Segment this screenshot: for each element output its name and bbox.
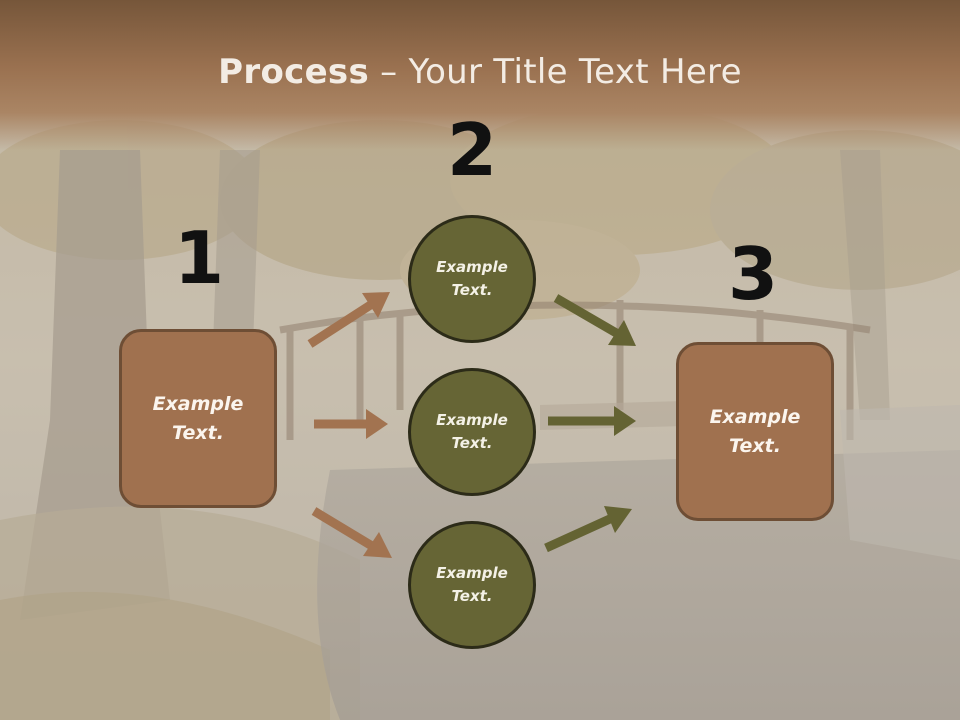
step-1-box: Example Text. [119,329,277,508]
arrow-bottom-to-right [544,506,632,553]
step-number-3: 3 [727,232,779,316]
step-number-2: 2 [446,108,498,192]
step-3-box: Example Text. [676,342,834,521]
arrow-left-to-bottom [311,507,392,558]
step-3-text: Example Text. [709,405,801,457]
title-bold: Process [218,52,370,92]
step-number-1: 1 [173,216,225,300]
arrow-left-to-top [307,292,390,348]
step-2-circle-bottom: Example Text. [408,521,536,649]
circle-bottom-text: Example Text. [436,564,508,605]
step-1-text: Example Text. [152,392,244,444]
title-rest: – Your Title Text Here [369,52,742,92]
arrow-middle-to-right [548,406,636,436]
circle-middle-text: Example Text. [436,411,508,452]
circle-top-text: Example Text. [436,258,508,299]
arrow-top-to-right [553,294,636,346]
step-2-circle-middle: Example Text. [408,368,536,496]
slide-title: Process – Your Title Text Here [0,52,960,92]
title-band [0,0,960,150]
arrow-left-to-middle [314,409,388,439]
step-2-circle-top: Example Text. [408,215,536,343]
